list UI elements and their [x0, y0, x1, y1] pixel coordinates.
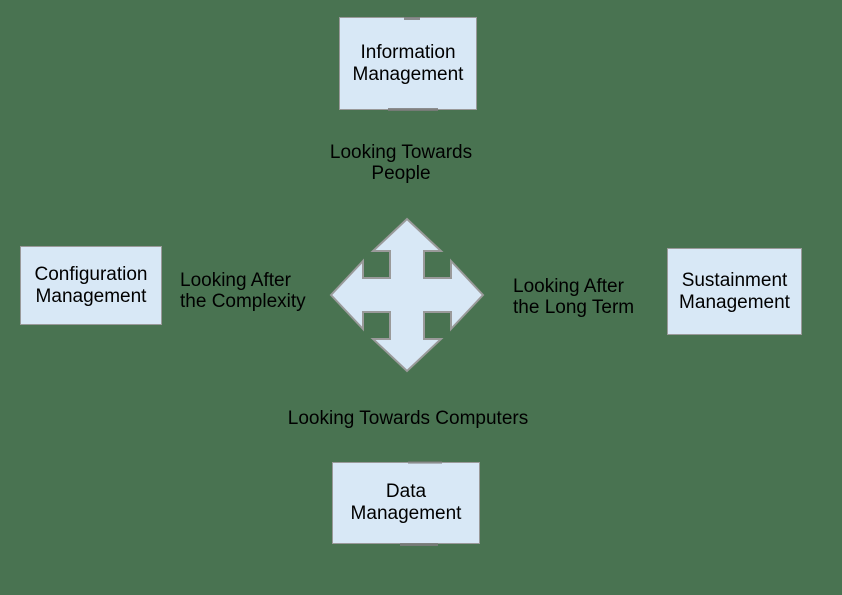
connection-stub [408, 461, 442, 464]
node-sustainment-management: Sustainment Management [667, 248, 802, 335]
node-information-management: Information Management [339, 17, 477, 110]
label-looking-towards-computers: Looking Towards Computers [287, 408, 529, 429]
label-looking-after-the-long-term: Looking After the Long Term [513, 276, 635, 318]
node-data-management: Data Management [332, 462, 480, 544]
label-looking-towards-people: Looking Towards People [329, 142, 473, 184]
connection-stub [388, 108, 438, 111]
four-way-move-arrow-icon [329, 217, 485, 373]
label-looking-after-the-complexity: Looking After the Complexity [180, 270, 306, 312]
connection-stub [404, 17, 420, 20]
node-configuration-management: Configuration Management [20, 246, 162, 325]
connection-stub [400, 543, 438, 546]
